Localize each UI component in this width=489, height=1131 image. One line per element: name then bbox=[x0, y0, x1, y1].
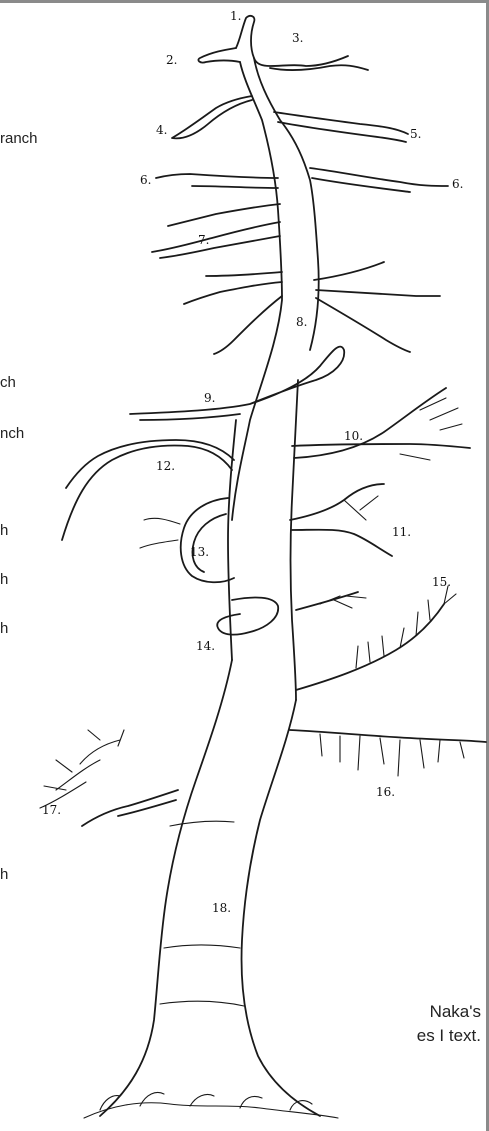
label-2: 2. bbox=[166, 53, 177, 67]
branch-8-left-a bbox=[184, 282, 282, 304]
branch-15 bbox=[296, 604, 444, 690]
branch-16 bbox=[290, 730, 486, 742]
label-11: 11. bbox=[392, 525, 411, 539]
branch-13 bbox=[181, 498, 234, 582]
branch-13-twigs bbox=[140, 518, 180, 548]
label-4: 4. bbox=[156, 123, 167, 137]
branch-11-twigs bbox=[344, 496, 378, 520]
branch-10-twigs bbox=[400, 398, 462, 460]
label-8: 8. bbox=[296, 315, 307, 329]
branch-15-twigs bbox=[356, 586, 456, 668]
branch-11b bbox=[292, 530, 392, 556]
label-6-left: 6. bbox=[140, 173, 151, 187]
trunk-bands bbox=[160, 821, 244, 1006]
branch-8-right-b bbox=[316, 290, 440, 296]
label-6-right: 6. bbox=[452, 177, 463, 191]
branch-2 bbox=[198, 48, 240, 63]
branch-6-left bbox=[156, 174, 278, 178]
label-3: 3. bbox=[292, 31, 303, 45]
trunk-left-lower bbox=[100, 660, 232, 1116]
branch-17-twigs bbox=[40, 730, 124, 808]
branch-6-right-b bbox=[312, 178, 410, 192]
root-base bbox=[84, 1103, 338, 1118]
label-12: 12. bbox=[156, 459, 175, 473]
trunk-right-lower bbox=[242, 700, 320, 1116]
branch-12 bbox=[62, 446, 232, 540]
branch-8-right-a bbox=[314, 262, 384, 280]
branch-7a bbox=[168, 204, 280, 226]
branch-14 bbox=[217, 598, 278, 635]
label-18: 18. bbox=[212, 901, 231, 915]
root-details bbox=[100, 1093, 312, 1111]
trunk-right-mid bbox=[291, 380, 299, 700]
branch-6-right bbox=[310, 168, 448, 186]
label-7: 7. bbox=[198, 233, 209, 247]
caption-line-1: Naka's bbox=[430, 1002, 481, 1022]
label-13: 13. bbox=[190, 545, 209, 559]
label-16: 16. bbox=[376, 785, 395, 799]
branch-10 bbox=[292, 444, 470, 448]
branch-9b bbox=[140, 414, 240, 420]
label-14: 14. bbox=[196, 639, 215, 653]
branch-8-left-b bbox=[214, 296, 282, 354]
branch-4 bbox=[172, 96, 252, 138]
caption-line-2: es I text. bbox=[417, 1026, 481, 1046]
label-10: 10. bbox=[344, 429, 363, 443]
branch-5b bbox=[278, 122, 406, 142]
label-1: 1. bbox=[230, 9, 241, 23]
label-5: 5. bbox=[410, 127, 421, 141]
branch-5 bbox=[274, 112, 408, 134]
branch-13b bbox=[192, 514, 226, 572]
branch-8-right-c bbox=[316, 298, 410, 352]
branch-17b bbox=[118, 800, 176, 816]
label-17: 17. bbox=[42, 803, 61, 817]
branch-9 bbox=[130, 347, 344, 414]
branch-10b bbox=[294, 388, 446, 458]
trunk-left-upper bbox=[232, 62, 282, 520]
label-9: 9. bbox=[204, 391, 215, 405]
label-15: 15. bbox=[432, 575, 451, 589]
branch-17 bbox=[82, 790, 178, 826]
branch-6-left-b bbox=[192, 186, 278, 188]
trunk-right-upper bbox=[254, 58, 319, 350]
branch-8-left-c bbox=[206, 272, 282, 276]
